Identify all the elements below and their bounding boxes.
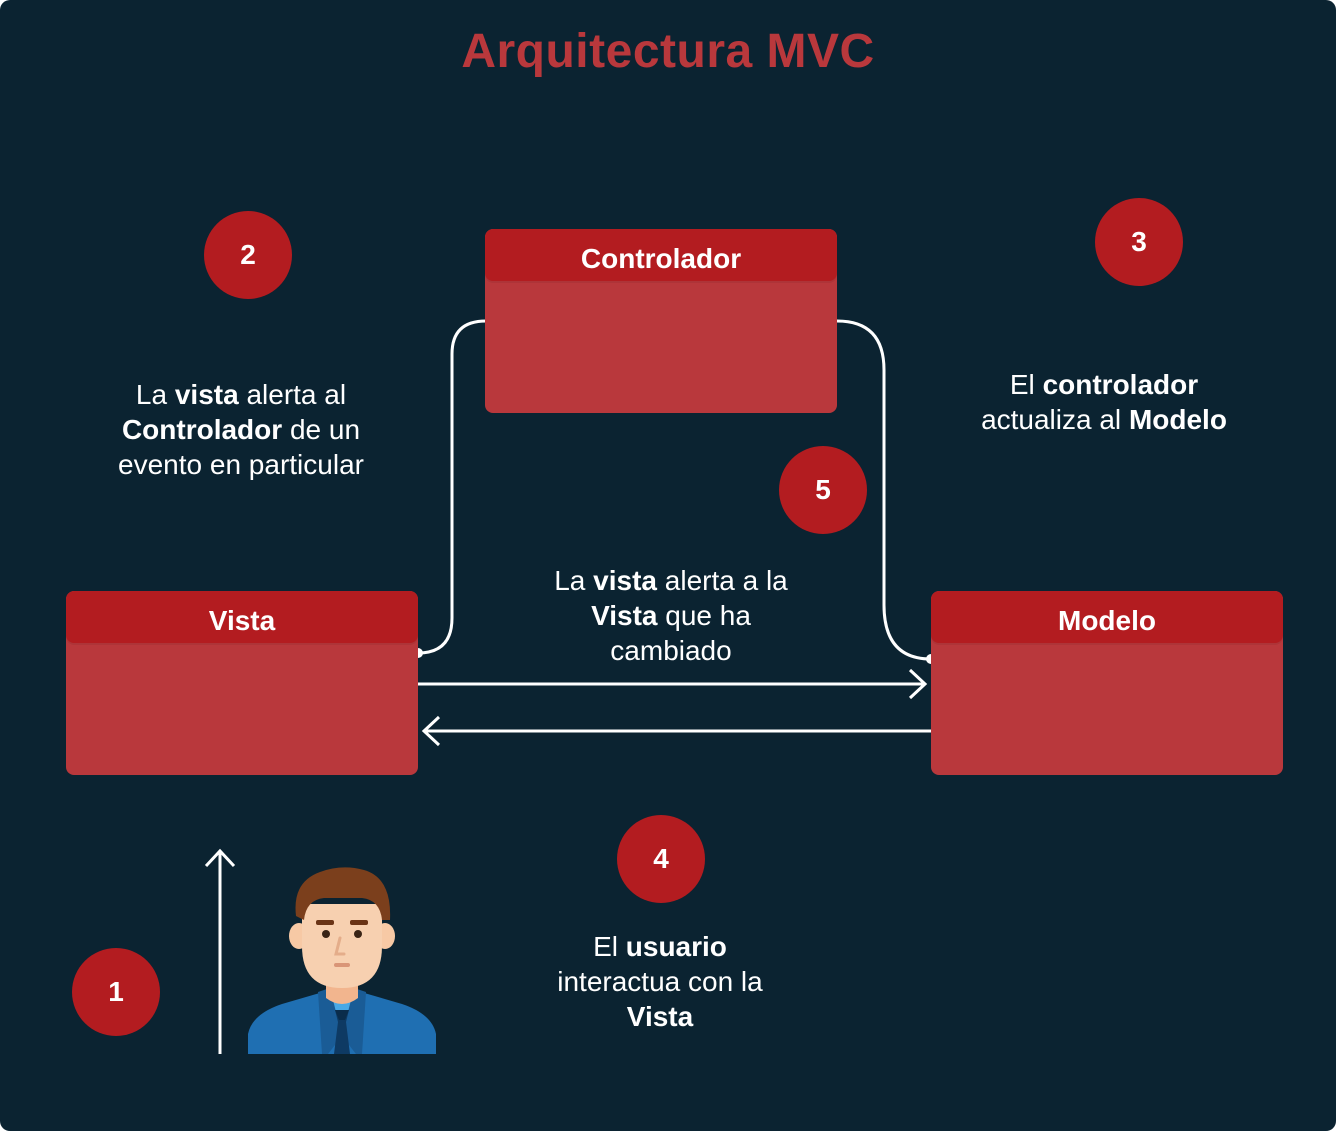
vista-box: Vista [66,591,418,775]
modelo-box: Modelo [931,591,1283,775]
arrow-head-left [421,715,441,747]
step-2-badge: 2 [204,211,292,299]
controlador-box: Controlador [485,229,837,413]
step-5-badge: 5 [779,446,867,534]
step-2-description: La vista alerta al Controlador de un eve… [118,379,364,480]
step-4-badge: 4 [617,815,705,903]
arrow-head-up [204,848,236,868]
vista-box-header: Vista [66,591,418,643]
connector-vista-to-controlador [417,319,487,655]
step-3-badge: 3 [1095,198,1183,286]
diagram-title: Arquitectura MVC [461,25,875,78]
step-5-description: La vista alerta a la Vista que ha cambia… [554,565,788,666]
businessman-avatar-icon [248,867,436,1054]
connector-controlador-to-modelo [836,319,932,661]
controlador-box-header: Controlador [485,229,837,281]
step-4-description: El usuario interactua con la Vista [557,931,763,1032]
arrow-head-right [908,668,928,700]
step-1-badge: 1 [72,948,160,1036]
step-3-description: El controlador actualiza al Modelo [981,369,1227,435]
modelo-box-header: Modelo [931,591,1283,643]
